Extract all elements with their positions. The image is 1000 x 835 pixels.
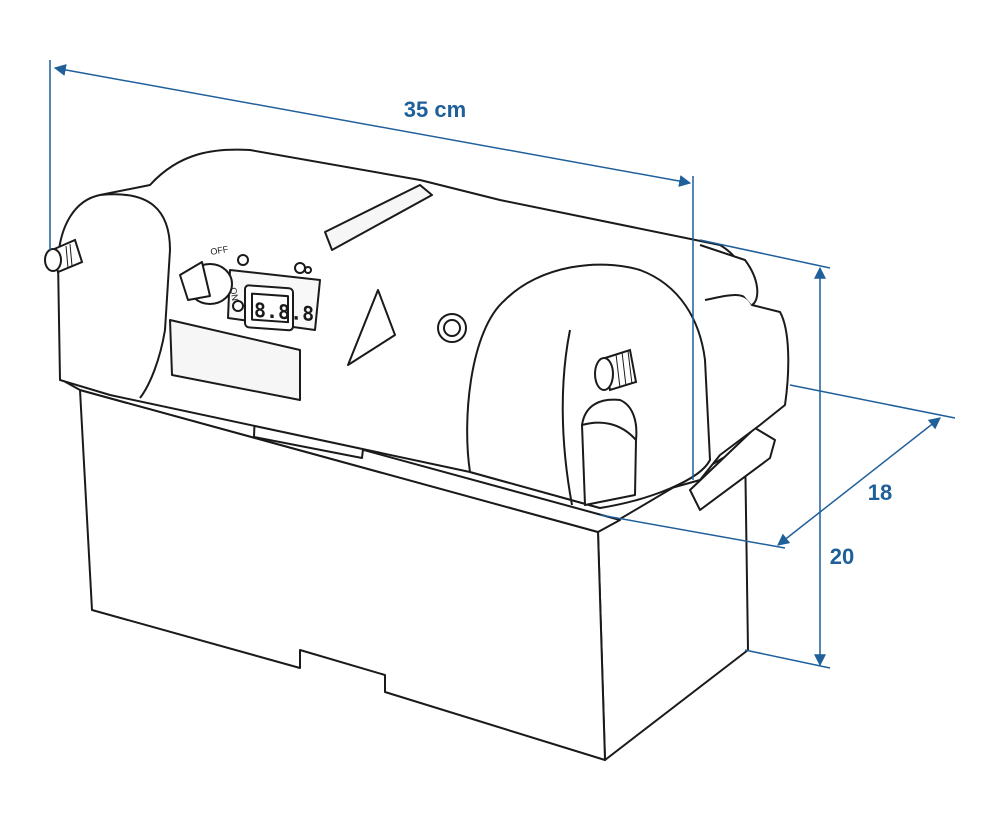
length-dimension-line <box>53 64 692 187</box>
control-panel <box>179 254 467 343</box>
depth-dimension-line <box>777 417 941 546</box>
voltage-display <box>244 284 294 332</box>
dc-socket <box>437 313 467 343</box>
height-label: 20 <box>830 544 854 569</box>
box-body <box>61 377 749 761</box>
lid <box>57 148 790 509</box>
display-digits: 8.8.8 <box>254 298 314 326</box>
power-switch[interactable] <box>179 261 233 305</box>
strap-block <box>581 398 638 506</box>
length-label: 35 cm <box>404 97 466 122</box>
switch-on-label: ON <box>228 287 240 302</box>
switch-off-label: OFF <box>210 244 230 257</box>
right-terminal <box>594 348 638 392</box>
left-terminal <box>44 238 84 274</box>
dimension-lines <box>49 60 956 669</box>
depth-label: 18 <box>868 480 892 505</box>
side-handle <box>689 427 776 511</box>
screw-icon <box>232 254 312 312</box>
